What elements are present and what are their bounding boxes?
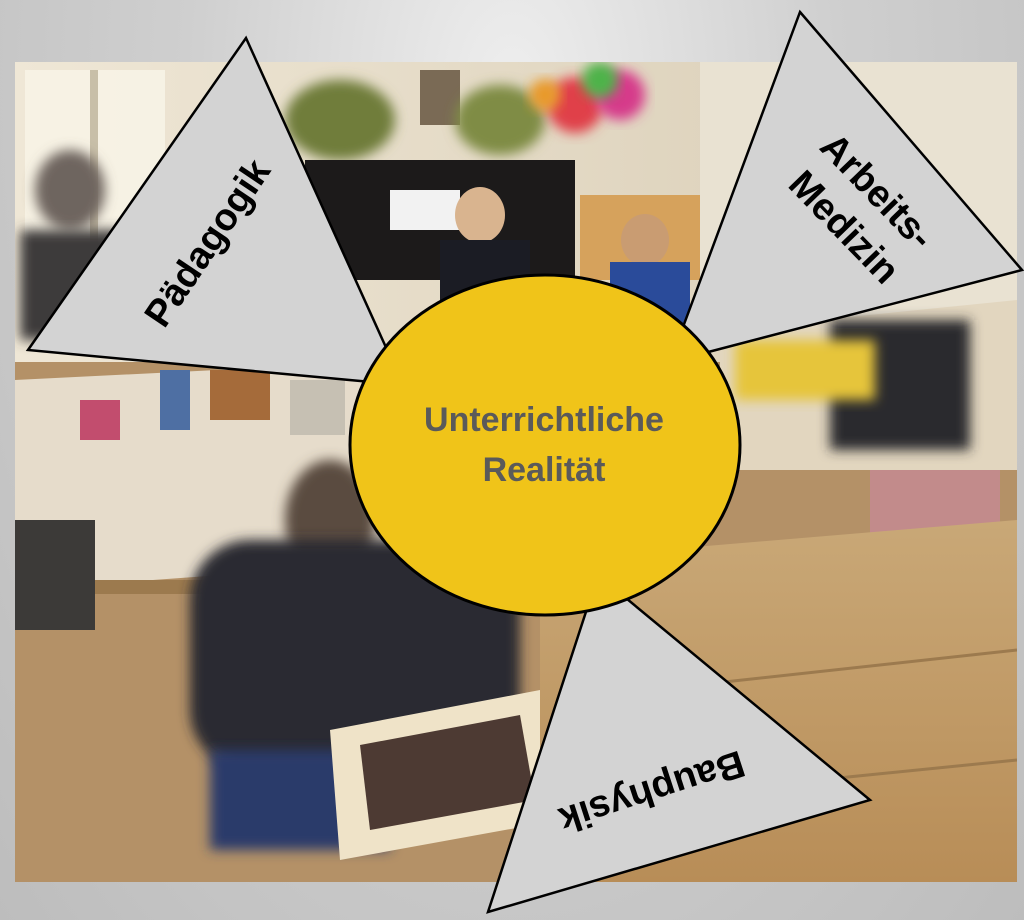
center-circle xyxy=(348,273,742,617)
triangle-paedagogik xyxy=(25,35,406,387)
center-label-line1: Unterrichtliche xyxy=(424,401,664,439)
triangle-bauphysik xyxy=(486,572,873,914)
center-label-line2: Realität xyxy=(483,451,606,489)
triangle-arbeitsmedizin xyxy=(667,9,1024,364)
